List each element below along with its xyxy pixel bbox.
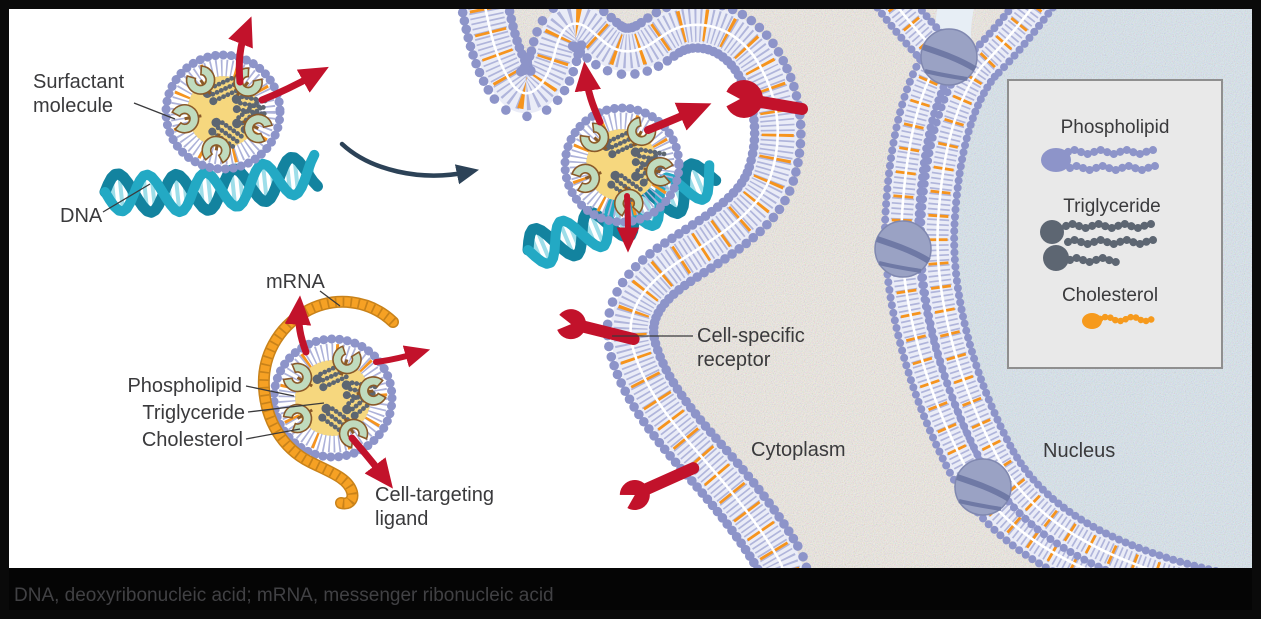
nuclear-pore	[954, 458, 1012, 516]
caption-text: DNA, deoxyribonucleic acid; mRNA, messen…	[14, 585, 554, 606]
receptor-label-line2: receptor	[697, 349, 771, 371]
dna-helix	[99, 149, 323, 218]
mrna-ribbon	[257, 295, 399, 510]
receptor-bound	[712, 80, 808, 118]
nuclear-pore	[920, 28, 978, 86]
legend-cholesterol-label: Cholesterol	[1062, 285, 1158, 306]
legend-icons	[1040, 146, 1165, 329]
lipid-nanoparticles	[161, 50, 684, 462]
cell-specific-receptors	[545, 80, 808, 520]
lipid-nanoparticle	[560, 103, 684, 227]
cholesterol-label: Cholesterol	[142, 429, 243, 451]
mrna-label: mRNA	[266, 271, 326, 293]
legend-phospholipid-label: Phospholipid	[1061, 117, 1170, 138]
surfactant-label-line2: molecule	[33, 95, 113, 117]
legend-triglyceride-label: Triglyceride	[1063, 196, 1161, 217]
legend: Phospholipid Triglyceride Cholesterol	[1007, 79, 1223, 369]
transition-arrow	[339, 141, 480, 185]
cytoplasm-label: Cytoplasm	[751, 439, 845, 461]
receptor	[545, 306, 640, 346]
lipid-nanoparticle	[161, 50, 285, 174]
dna-label: DNA	[60, 205, 103, 227]
phospholipid-label: Phospholipid	[127, 375, 242, 397]
diagram-labels: Surfactant molecule DNA mRNA Phospholipi…	[33, 71, 1115, 530]
receptor-label-line1: Cell-specific	[697, 325, 805, 347]
surfactant-label-line1: Surfactant	[33, 71, 125, 93]
cell-targeting-label-line2: ligand	[375, 508, 428, 530]
nuclear-pore	[874, 220, 932, 278]
lipid-nanoparticle	[269, 334, 397, 462]
nucleus-label: Nucleus	[1043, 440, 1115, 462]
receptor	[607, 462, 700, 520]
label-leader-lines	[102, 102, 693, 440]
triglyceride-label: Triglyceride	[142, 402, 245, 424]
ligand-arrows	[228, 16, 712, 489]
cell-targeting-label-line1: Cell-targeting	[375, 484, 494, 506]
